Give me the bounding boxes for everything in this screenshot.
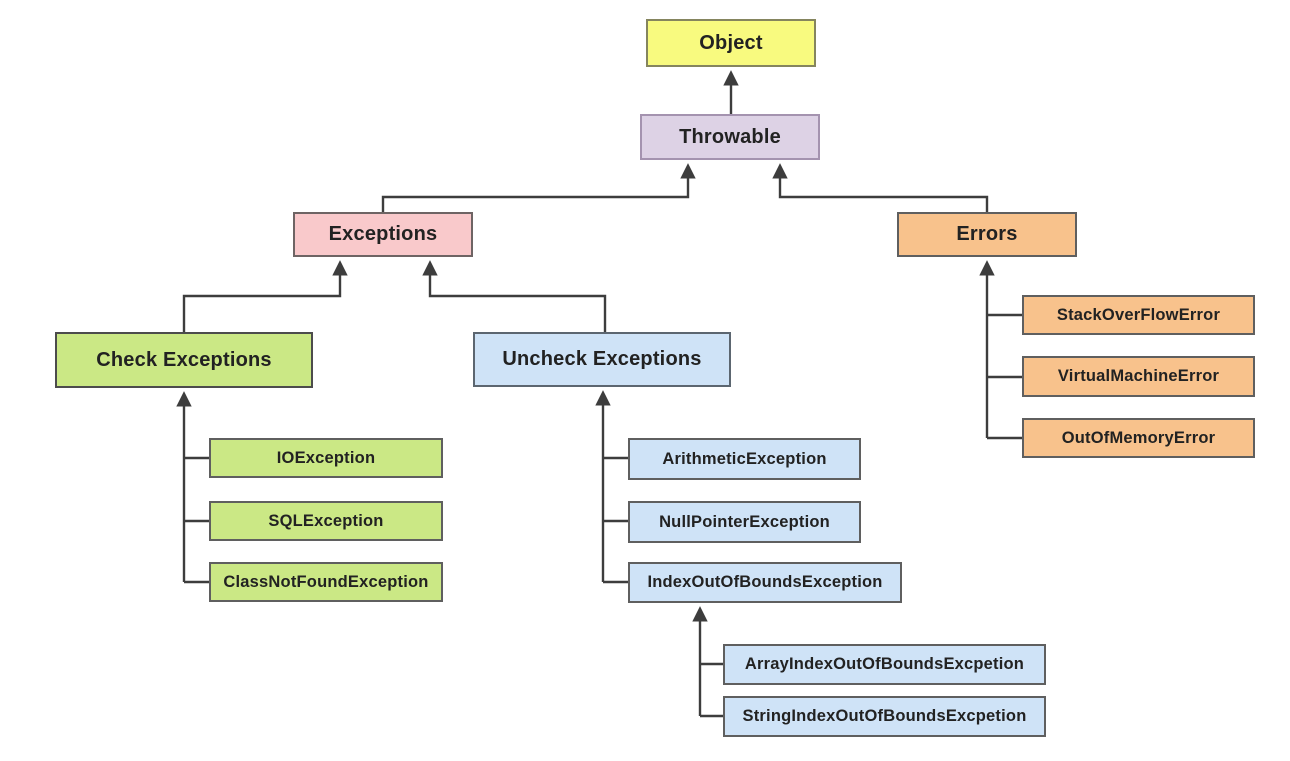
node-errors-label: Errors	[956, 223, 1018, 245]
node-index-out-of-bounds-exception: IndexOutOfBoundsException	[628, 562, 902, 603]
node-arithmetic-exception: ArithmeticException	[628, 438, 861, 480]
node-sql-exception: SQLException	[209, 501, 443, 541]
node-string-index-out-of-bounds-exception-label: StringIndexOutOfBoundsExcpetion	[742, 707, 1027, 725]
connector-check-exceptions	[182, 260, 348, 332]
connector-uncheck-exceptions	[422, 260, 607, 332]
node-virtual-machine-error-label: VirtualMachineError	[1057, 367, 1220, 385]
node-throwable: Throwable	[640, 114, 820, 160]
node-null-pointer-exception-label: NullPointerException	[659, 512, 830, 531]
node-index-out-of-bounds-exception-label: IndexOutOfBoundsException	[647, 573, 883, 591]
node-io-exception: IOException	[209, 438, 443, 478]
node-class-not-found-exception: ClassNotFoundException	[209, 562, 443, 602]
connector-errors-children-ticks	[987, 313, 1022, 440]
node-exceptions-label: Exceptions	[328, 223, 438, 245]
node-io-exception-label: IOException	[276, 448, 376, 467]
node-exceptions: Exceptions	[293, 212, 473, 257]
node-throwable-label: Throwable	[679, 125, 781, 148]
connector-check-children-ticks	[184, 456, 209, 584]
node-object-label: Object	[699, 31, 763, 54]
node-virtual-machine-error: VirtualMachineError	[1022, 356, 1255, 397]
node-uncheck-exceptions-label: Uncheck Exceptions	[502, 348, 702, 370]
node-stack-overflow-error-label: StackOverFlowError	[1056, 305, 1221, 324]
node-sql-exception-label: SQLException	[268, 511, 384, 530]
node-arithmetic-exception-label: ArithmeticException	[662, 449, 827, 468]
node-class-not-found-exception-label: ClassNotFoundException	[223, 572, 429, 591]
node-uncheck-exceptions: Uncheck Exceptions	[473, 332, 731, 387]
node-check-exceptions: Check Exceptions	[55, 332, 313, 388]
node-errors: Errors	[897, 212, 1077, 257]
connector-uncheck-children-ticks	[603, 456, 628, 584]
connector-exceptions-throwable	[381, 163, 696, 212]
node-object: Object	[646, 19, 816, 67]
node-null-pointer-exception: NullPointerException	[628, 501, 861, 543]
connector-errors-throwable	[772, 163, 989, 212]
node-out-of-memory-error-label: OutOfMemoryError	[1061, 428, 1216, 447]
node-out-of-memory-error: OutOfMemoryError	[1022, 418, 1255, 458]
node-check-exceptions-label: Check Exceptions	[96, 348, 272, 371]
connector-ioob-children-ticks	[700, 662, 723, 718]
node-stack-overflow-error: StackOverFlowError	[1022, 295, 1255, 335]
node-array-index-out-of-bounds-exception: ArrayIndexOutOfBoundsExcpetion	[723, 644, 1046, 685]
node-string-index-out-of-bounds-exception: StringIndexOutOfBoundsExcpetion	[723, 696, 1046, 737]
node-array-index-out-of-bounds-exception-label: ArrayIndexOutOfBoundsExcpetion	[744, 655, 1025, 673]
